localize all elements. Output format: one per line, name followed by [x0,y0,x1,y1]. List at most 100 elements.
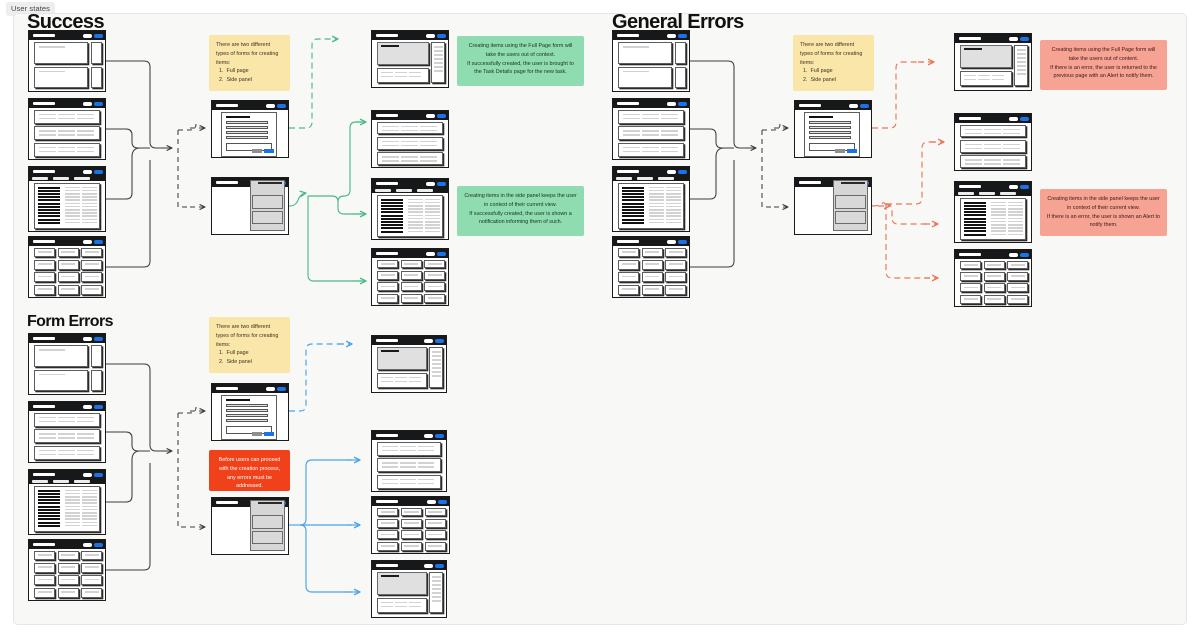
list-item-row[interactable] [381,227,403,230]
list-item-row[interactable] [38,205,60,208]
wireframe-form-out-detail[interactable] [371,335,447,393]
list-item-row[interactable] [622,186,644,189]
grid-card[interactable] [57,272,79,283]
list-detail-panel[interactable] [618,182,684,229]
table-group[interactable] [34,445,100,460]
list-item-row[interactable] [38,202,60,205]
wireframe-form-form-fullpage[interactable] [211,383,289,441]
primary-action-button[interactable] [434,563,444,568]
table-group[interactable] [34,412,100,427]
list-item-row[interactable] [38,511,60,514]
grid-card[interactable] [424,530,446,540]
wireframe-general-src-listdetail[interactable] [612,166,690,232]
list-item-row[interactable] [622,205,644,208]
form-field[interactable] [226,120,268,125]
grid-card[interactable] [400,259,422,269]
form-field[interactable] [226,130,268,135]
list-item-row[interactable] [964,233,986,236]
grid-card[interactable] [34,247,55,258]
grid-card[interactable] [960,260,981,270]
list-item-row[interactable] [38,208,60,211]
grid-card[interactable] [377,293,398,303]
grid-card[interactable] [983,271,1005,281]
list-item-row[interactable] [622,199,644,202]
grid-card[interactable] [960,283,981,293]
content-card[interactable] [34,369,88,391]
grid-card[interactable] [81,562,102,573]
subtab[interactable] [417,189,433,192]
list-detail-panel[interactable] [34,182,100,229]
wireframe-general-src-table[interactable] [612,98,690,160]
grid-card[interactable] [81,247,102,258]
wireframe-form-src-cards[interactable] [28,539,106,601]
subtab[interactable] [616,177,632,180]
subtab[interactable] [958,192,974,195]
table-group[interactable] [618,109,684,124]
form-field[interactable] [809,120,851,125]
wireframe-general-out-detail[interactable] [954,33,1032,91]
form-field[interactable] [226,135,268,140]
secondary-action-button[interactable] [1009,184,1018,189]
grid-card[interactable] [424,282,445,292]
wireframe-form-src-table[interactable] [28,401,106,463]
subtab[interactable] [32,177,48,180]
grid-card[interactable] [400,518,423,528]
grid-card[interactable] [81,575,102,586]
grid-card[interactable] [960,271,981,281]
secondary-action-button[interactable] [424,563,433,568]
list-item-row[interactable] [38,502,60,505]
list-item-row[interactable] [964,227,986,230]
secondary-action-button[interactable] [426,181,435,186]
primary-action-button[interactable] [436,33,446,38]
detail-hero[interactable] [960,45,1012,68]
secondary-action-button[interactable] [426,33,435,38]
full-page-form[interactable] [221,111,277,157]
grid-card[interactable] [34,587,55,598]
form-submit-button[interactable] [846,149,857,153]
detail-sidebar[interactable] [431,42,445,83]
side-card[interactable] [91,42,102,64]
grid-card[interactable] [983,294,1005,304]
grid-card[interactable] [424,293,445,303]
list-item-row[interactable] [622,212,644,215]
table-group[interactable] [960,155,1026,168]
list-item-row[interactable] [38,189,60,192]
grid-card[interactable] [34,562,55,573]
subtab[interactable] [375,189,391,192]
subtab[interactable] [1000,192,1016,195]
form-field[interactable] [809,130,851,135]
grid-card[interactable] [424,270,445,280]
primary-action-button[interactable] [93,404,103,409]
side-panel-field[interactable] [834,195,866,209]
list-item-row[interactable] [622,221,644,224]
side-panel-field[interactable] [251,515,283,529]
content-card[interactable] [34,345,88,367]
grid-card[interactable] [81,550,102,561]
list-item-row[interactable] [38,499,60,502]
list-item-row[interactable] [38,218,60,221]
list-item-row[interactable] [381,217,403,220]
list-detail-panel[interactable] [960,197,1026,240]
primary-action-button[interactable] [93,169,103,174]
grid-card[interactable] [400,270,422,280]
detail-hero[interactable] [377,572,427,595]
list-item-row[interactable] [622,218,644,221]
list-item-row[interactable] [38,199,60,202]
primary-action-button[interactable] [434,338,444,343]
detail-hero[interactable] [377,42,429,65]
form-submit-button[interactable] [263,149,274,153]
list-item-row[interactable] [381,230,403,233]
grid-card[interactable] [665,247,686,258]
list-item-row[interactable] [381,211,403,214]
list-item-row[interactable] [38,215,60,218]
form-cancel-button[interactable] [252,432,262,436]
wireframe-general-src-cards[interactable] [612,236,690,298]
table-group[interactable] [377,152,443,165]
grid-card[interactable] [377,270,398,280]
wireframe-success-src-listdetail[interactable] [28,166,106,232]
secondary-action-button[interactable] [427,499,436,504]
secondary-action-button[interactable] [1009,36,1018,41]
detail-sidebar[interactable] [429,347,443,388]
wireframe-success-src-table[interactable] [28,98,106,160]
wireframe-form-out-table[interactable] [371,430,447,492]
